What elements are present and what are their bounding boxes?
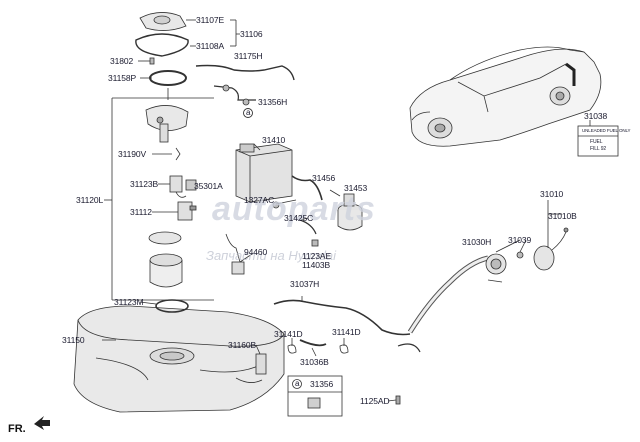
part-label-31356H[interactable]: 31356H: [258, 97, 288, 107]
callout-a-label-1: a: [246, 108, 251, 117]
decal-text-line2: FUEL: [590, 139, 603, 145]
evap-canister: [235, 143, 293, 203]
part-label-94460[interactable]: 94460: [244, 247, 268, 257]
filler-bolt: [516, 251, 524, 259]
filler-neck: [397, 253, 507, 353]
part-label-31356[interactable]: 31356: [310, 379, 334, 389]
filler-hose: [235, 353, 267, 383]
part-label-31160B[interactable]: 31160B: [228, 340, 257, 350]
pump-group-bracket: [111, 97, 214, 301]
part-label-31038[interactable]: 31038: [584, 111, 608, 121]
sender-part: [185, 179, 197, 191]
callout-box-31356: [287, 375, 343, 417]
strainer-bowl: [148, 231, 183, 288]
part-label-35301A[interactable]: 35301A: [194, 181, 223, 191]
front-arrow-shape: [34, 416, 50, 430]
part-label-31030H[interactable]: 31030H: [462, 237, 492, 247]
part-label-31112[interactable]: 31112: [130, 207, 152, 217]
part-label-31037H[interactable]: 31037H: [290, 279, 320, 289]
part-label-31150[interactable]: 31150: [62, 335, 85, 345]
canister-hose: [291, 175, 323, 201]
part-label-1123AE[interactable]: 1123AE: [302, 251, 332, 261]
part-label-31036B[interactable]: 31036B: [300, 357, 329, 367]
hose-clip-right: [339, 344, 349, 354]
part-label-31120L[interactable]: 31120L: [76, 195, 104, 205]
fuel-decal: [577, 125, 619, 157]
fuel-pump-body: [145, 88, 189, 143]
vent-hose: [299, 219, 317, 235]
decal-text-line1: UNLEADED FUEL ONLY: [582, 128, 631, 133]
hose-clip-left: [287, 344, 297, 354]
part-label-11403B[interactable]: 11403B: [302, 260, 331, 270]
part-label-1327AC[interactable]: 1327AC: [244, 195, 275, 205]
pump-gasket: [135, 33, 189, 57]
clip-part-31356: [307, 397, 321, 409]
mounting-bolt: [395, 395, 401, 405]
front-direction-label: FR.: [8, 423, 26, 435]
car-illustration: [409, 46, 602, 147]
part-label-31425C[interactable]: 31425C: [284, 213, 314, 223]
pump-filter-clip: [175, 147, 181, 161]
part-label-31456[interactable]: 31456: [312, 173, 336, 183]
part-label-31010B[interactable]: 31010B: [548, 211, 577, 221]
part-label-31106[interactable]: 31106: [240, 29, 263, 39]
fuel-filler-cap: [533, 227, 569, 271]
part-label-31107E[interactable]: 31107E: [196, 15, 225, 25]
watermark-logo: autoparts: [212, 190, 376, 228]
part-label-1125AD[interactable]: 1125AD: [360, 396, 390, 406]
part-label-31039[interactable]: 31039: [508, 235, 532, 245]
pump-bolt-part: [149, 57, 155, 65]
fuel-hose-lower: [213, 85, 256, 101]
part-label-31123M[interactable]: 31123M: [114, 297, 144, 307]
pressure-regulator: [169, 175, 187, 198]
part-label-31010[interactable]: 31010: [540, 189, 564, 199]
part-label-31410[interactable]: 31410: [262, 135, 286, 145]
canister-filter: [337, 193, 363, 231]
part-label-31141D-right[interactable]: 31141D: [332, 327, 361, 337]
fuel-hose-upper: [195, 64, 295, 81]
part-label-31158P[interactable]: 31158P: [108, 73, 137, 83]
watermark-text: Запчасти на Hyundai: [206, 248, 337, 263]
clamp-bolt: [311, 239, 319, 247]
callout-circle-a1: [243, 108, 253, 118]
callout-circle-a2: [292, 379, 302, 389]
part-label-31175H[interactable]: 31175H: [234, 51, 263, 61]
fuel-filter: [177, 201, 197, 221]
tank-gasket: [155, 299, 189, 313]
fuel-pipe: [273, 299, 411, 336]
part-label-31190V[interactable]: 31190V: [118, 149, 147, 159]
part-label-31123B[interactable]: 31123B: [130, 179, 159, 189]
part-label-31108A[interactable]: 31108A: [196, 41, 225, 51]
callout-a-label-2: a: [295, 379, 300, 388]
part-label-31802[interactable]: 31802: [110, 56, 134, 66]
fuel-sensor: [225, 233, 245, 275]
decal-text-line3: FILL 92: [590, 146, 607, 152]
fuel-tank: [73, 305, 285, 413]
part-label-31141D-left[interactable]: 31141D: [274, 329, 303, 339]
part-label-31453[interactable]: 31453: [344, 183, 368, 193]
vent-tube: [299, 339, 327, 347]
pump-top-plate: [139, 12, 187, 31]
lock-ring: [149, 70, 187, 86]
